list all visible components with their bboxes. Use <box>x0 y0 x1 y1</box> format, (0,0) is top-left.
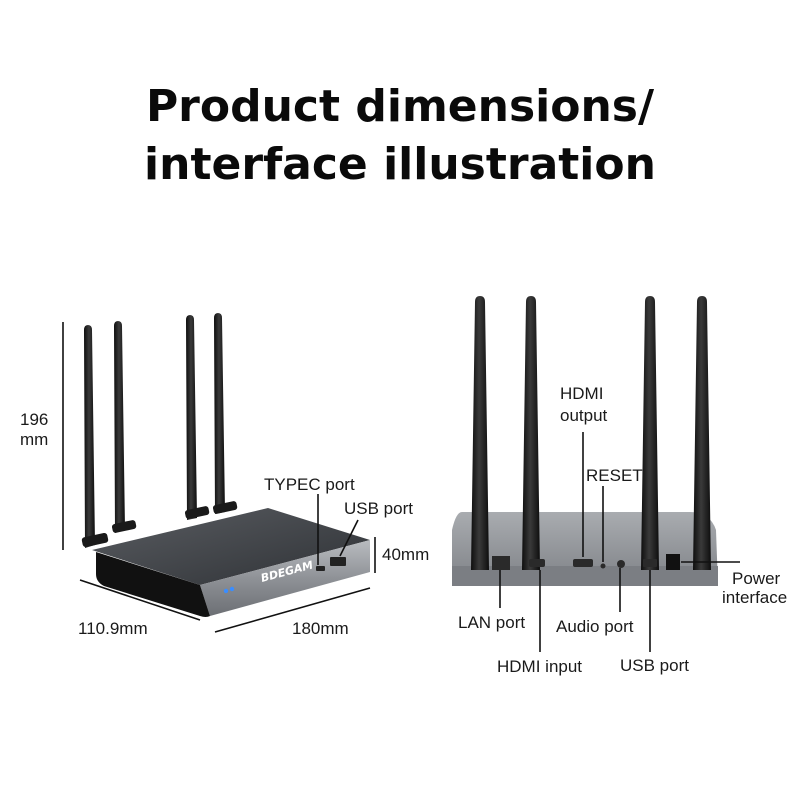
height-dimension-unit: mm <box>20 430 49 449</box>
hdmi-input-port-icon <box>529 559 545 567</box>
usb-port-label: USB port <box>344 499 413 518</box>
hdmi-output-port-icon <box>573 559 593 567</box>
audio-port-label: Audio port <box>556 617 634 636</box>
typec-port-label: TYPEC port <box>264 475 355 494</box>
lan-port-icon <box>492 556 510 570</box>
reset-button-icon <box>600 563 606 569</box>
width-dimension: 180mm <box>292 619 349 638</box>
depth-dimension: 110.9mm <box>78 619 148 638</box>
usb-port-label-right: USB port <box>620 656 689 675</box>
antenna-icon <box>471 296 711 570</box>
power-interface-label-line-1: Power <box>732 569 781 588</box>
right-device <box>452 296 718 586</box>
hdmi-output-label-line-2: output <box>560 406 608 425</box>
power-interface-label-line-2: interface <box>722 588 788 607</box>
hdmi-input-label: HDMI input <box>497 657 583 676</box>
hdmi-output-label-line-1: HDMI <box>560 384 604 403</box>
power-port-icon <box>666 554 680 570</box>
leader-lines <box>499 432 740 652</box>
page-title: Product dimensions/ interface illustrati… <box>0 78 800 194</box>
audio-port-icon <box>617 560 625 568</box>
usb-port-icon <box>643 559 657 567</box>
left-device <box>81 313 370 617</box>
title-line-2: interface illustration <box>144 139 656 190</box>
antenna-icon <box>81 313 238 548</box>
reset-label: RESET <box>586 466 643 485</box>
height-dimension-value: 196 <box>20 410 49 429</box>
lan-port-label: LAN port <box>458 613 526 632</box>
thickness-dimension: 40mm <box>382 545 430 564</box>
title-line-1: Product dimensions/ <box>145 81 655 132</box>
dimension-lines <box>62 322 376 633</box>
usb-port-icon <box>330 557 346 566</box>
typec-port-icon <box>316 566 325 571</box>
